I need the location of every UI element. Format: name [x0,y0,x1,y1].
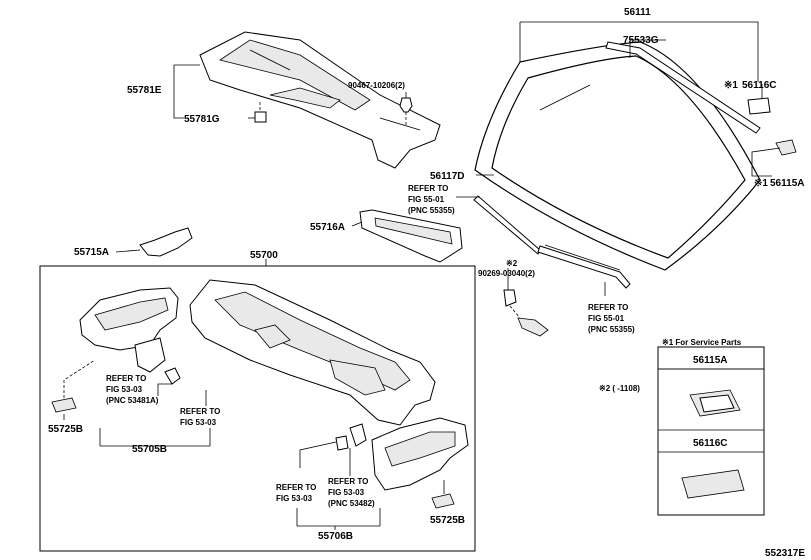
label-mark1-top: ※1 [724,80,738,91]
ref-b-line1: REFER TO [588,303,628,312]
bolt-left-upper [164,367,181,385]
bracket-55715A [115,227,193,257]
ref-a-line3: (PNC 55355) [408,206,455,215]
ref-e-line1: REFER TO [276,483,316,492]
clip-56115A [775,139,797,156]
label-55725B-left: 55725B [48,424,83,435]
cowl-leaders [173,64,407,119]
windshield-glass [474,41,761,271]
bracket-55706B [349,417,469,491]
ref-c-line1: REFER TO [106,374,146,383]
ref-a-line1: REFER TO [408,184,448,193]
label-mark1-mid: ※1 [754,178,768,189]
box-leaders [63,383,381,530]
label-55715A: 55715A [74,247,109,258]
label-56116C-top: 56116C [742,80,776,91]
bolt-right-small [335,435,349,451]
label-90269: 90269-03040(2) [478,269,535,278]
windshield-moulding-upper [605,41,761,134]
label-55706B: 55706B [318,531,353,542]
ref-b-line2: FIG 55-01 [588,314,625,323]
cowl-panel-55700 [189,279,436,426]
label-56111: 56111 [624,7,651,18]
labels: 56111 75533G ※1 56116C ※1 56115A 56117D … [48,7,805,559]
diagram-id: 552317E [765,548,805,559]
ref-e-line2: FIG 53-03 [276,494,313,503]
pad-55725B-right [431,480,455,509]
service-parts-box [657,346,765,516]
ref-c-line2: FIG 53-03 [106,385,143,394]
cowl-side-seal-55716A [351,209,463,263]
ref-d-line1: REFER TO [180,407,220,416]
ref-f-line1: REFER TO [328,477,368,486]
ref-f-line3: (PNC 53482) [328,499,375,508]
cowl-clip-55781G [254,111,267,123]
ref-f-line2: FIG 53-03 [328,488,365,497]
clip-90467 [399,97,413,126]
label-55705B: 55705B [132,444,167,455]
ref-a-line2: FIG 55-01 [408,195,445,204]
label-56117D: 56117D [430,171,464,182]
label-55781E: 55781E [127,85,162,96]
service-56116C: 56116C [693,438,727,449]
service-56115A: 56115A [693,355,727,366]
note-mark2: ※2 ( -1108) [599,384,640,393]
clip-56116C [747,97,771,115]
label-56115A-top: 56115A [770,178,804,189]
label-55725B-right: 55725B [430,515,465,526]
label-90467: 90467-10206(2) [348,81,405,90]
service-title: ※1 For Service Parts [662,338,742,347]
assembly-box-55700 [39,259,476,552]
cowl-top-panel [199,31,441,169]
ref-b-line3: (PNC 55355) [588,325,635,334]
label-55781G: 55781G [184,114,220,125]
label-55716A: 55716A [310,222,345,233]
label-75533G: 75533G [623,35,659,46]
ref-c-line3: (PNC 53481A) [106,396,159,405]
pad-55725B-left [51,359,96,413]
ref-d-line2: FIG 53-03 [180,418,217,427]
label-mark2: ※2 [506,259,518,268]
bolt-90269 [503,268,549,337]
glass-leaders [456,21,781,296]
label-55700: 55700 [250,250,278,261]
bracket-55705B [79,287,179,373]
